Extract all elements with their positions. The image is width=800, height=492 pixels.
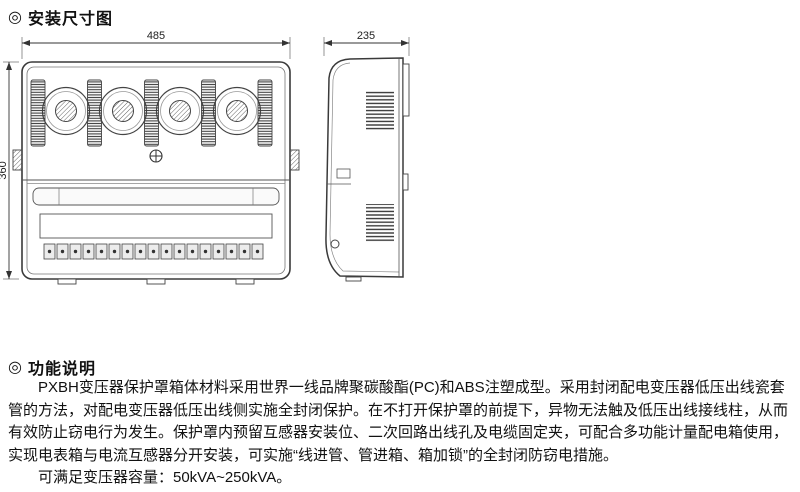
mounting-feet [57,278,255,285]
description-paragraph: PXBH变压器保护罩箱体材料采用世界一线品牌聚碳酸酯(PC)和ABS注塑成型。采… [8,379,789,464]
rear-bracket-mid [402,173,409,191]
section-bullet-icon: ◎ [8,9,23,26]
capacity-paragraph: 可满足变压器容量：50kVA~250kVA。 [38,469,292,486]
section-title-text: 功能说明 [27,361,96,378]
rear-bracket-top [402,63,410,117]
installation-dimension-drawing: 485 360 [0,30,410,285]
side-view: 235 [323,30,410,282]
side-width-dimension: 235 [323,30,410,56]
mounting-tab-left [12,149,23,171]
front-height-label: 360 [0,161,9,179]
front-height-dimension: 360 [0,61,19,280]
lower-door-panel [39,213,273,239]
terminal-row [43,243,264,260]
function-description: PXBH变压器保护罩箱体材料采用世界一线品牌聚碳酸酯(PC)和ABS注塑成型。采… [8,377,796,490]
front-width-dimension: 485 [21,30,291,59]
lock-hole [330,239,340,249]
screw-icon [149,149,163,163]
section-title-function: ◎ 功能说明 [8,355,96,379]
vent-grille-bottom [366,204,394,242]
front-width-label: 485 [147,30,165,42]
section-title-dimensions: ◎ 安装尺寸图 [8,5,113,29]
section-bullet-icon: ◎ [8,359,23,376]
vent-grille-top [366,90,394,130]
lid-seam [22,179,290,206]
front-view: 485 360 [0,30,300,285]
side-width-label: 235 [357,30,375,42]
slot-bars [30,79,273,147]
mounting-tab-right [289,149,300,171]
section-title-text: 安装尺寸图 [27,11,113,28]
